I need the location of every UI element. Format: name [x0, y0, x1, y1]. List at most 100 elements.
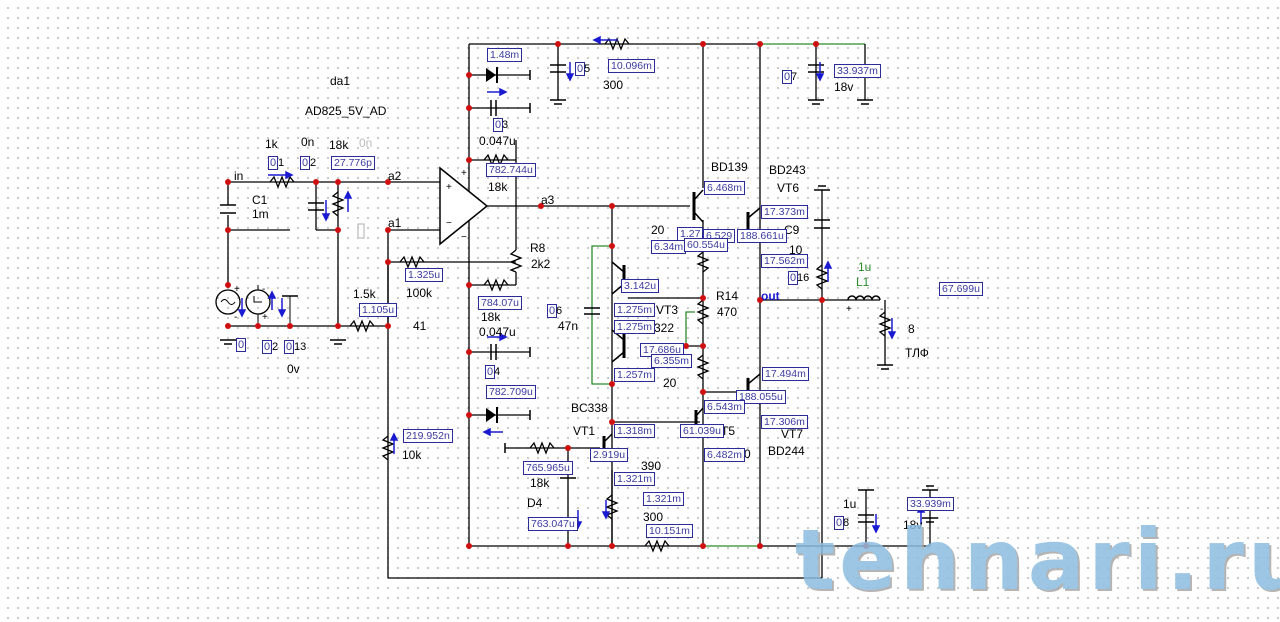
- cap-bottom-value: 1u: [843, 497, 857, 511]
- meter-763047u[interactable]: 763.047u: [528, 517, 578, 531]
- junction-node: [700, 343, 706, 349]
- meter-1105u[interactable]: 1.105u: [359, 303, 398, 317]
- resistor-300-top-value: 300: [603, 78, 624, 92]
- junction-node: [609, 543, 615, 549]
- meter-148m[interactable]: 1.48m: [487, 48, 523, 62]
- meter-2919u[interactable]: 2.919u: [590, 448, 629, 462]
- resistor-10k-value: 10k: [402, 448, 422, 462]
- meter-1321m-a[interactable]: 1.321m: [614, 472, 656, 486]
- meter-1275m-b[interactable]: 1.275m: [614, 320, 656, 334]
- meter-1318m[interactable]: 1.318m: [614, 424, 656, 438]
- inductor-l1-value: 1u: [858, 260, 872, 274]
- svg-text:+: +: [461, 168, 467, 179]
- signal-sources: [215, 285, 298, 326]
- meter-6468m[interactable]: 6.468m: [704, 181, 746, 195]
- junction-node: [335, 323, 341, 329]
- junction-node: [385, 179, 391, 185]
- meter-27776p[interactable]: 27.776p: [331, 156, 375, 170]
- junction-node: [466, 157, 472, 163]
- probe-1[interactable]: 0: [268, 156, 279, 170]
- meter-188055u[interactable]: 188.055u: [736, 390, 786, 404]
- meter-17494m[interactable]: 17.494m: [762, 367, 809, 381]
- meter-1275m-a[interactable]: 1.275m: [614, 303, 656, 317]
- meter-782709u[interactable]: 782.709u: [486, 385, 536, 399]
- source-0v-label: 0v: [287, 362, 300, 376]
- probe-7[interactable]: 0: [782, 70, 793, 84]
- vt1-name: VT1: [573, 424, 596, 438]
- meter-634m[interactable]: 6.34m: [651, 240, 687, 254]
- resistor-fb-bottom-value: 18k: [481, 310, 501, 324]
- watermark-logo: tehnari.ru: [795, 511, 1280, 609]
- cap-c9-name: C9: [784, 223, 800, 237]
- meter-33937m[interactable]: 33.937m: [834, 64, 881, 78]
- resistor-20-top: [696, 251, 710, 273]
- probe-4[interactable]: 0: [485, 365, 496, 379]
- junction-node: [466, 543, 472, 549]
- junction-node: [466, 282, 472, 288]
- probe-src-1[interactable]: 0: [236, 338, 247, 352]
- meter-1325u[interactable]: 1.325u: [405, 268, 444, 282]
- meter-78407u[interactable]: 784.07u: [478, 296, 522, 310]
- resistor-100k: [399, 255, 425, 269]
- junction-node: [466, 72, 472, 78]
- meter-17686u[interactable]: 17.686u: [640, 343, 684, 357]
- meter-33939m[interactable]: 33.939m: [907, 497, 954, 511]
- meter-782744u[interactable]: 782.744u: [486, 163, 536, 177]
- probe-7-suffix: 7: [791, 71, 798, 83]
- junction-nodes: [225, 41, 869, 549]
- resistor-18k-value: 18k: [329, 138, 349, 152]
- node-a2-label: a2: [388, 169, 402, 183]
- green-wires: [591, 245, 695, 385]
- meter-219952n[interactable]: 219.952n: [403, 429, 453, 443]
- probe-16[interactable]: 0: [788, 271, 799, 285]
- probe-2[interactable]: 0: [300, 156, 311, 170]
- svg-text:−: −: [461, 232, 467, 243]
- cap-0n-grey-value: 0n: [359, 136, 373, 150]
- meter-67699u[interactable]: 67.699u: [939, 282, 983, 296]
- meter-61039u[interactable]: 61.039u: [680, 424, 724, 438]
- meter-765965u[interactable]: 765.965u: [523, 461, 573, 475]
- probe-3[interactable]: 0: [493, 118, 504, 132]
- opamp-symbol[interactable]: [439, 166, 489, 246]
- supply-top-voltage: 18v: [834, 80, 854, 94]
- probe-8[interactable]: 0: [834, 516, 845, 530]
- meter-188661u[interactable]: 188.661u: [737, 229, 787, 243]
- junction-node: [565, 445, 571, 451]
- junction-node: [683, 343, 689, 349]
- probe-5[interactable]: 0: [575, 62, 586, 76]
- resistor-10-out: [815, 264, 829, 290]
- junction-node: [385, 259, 391, 265]
- cap-c3-value: 0.047u: [479, 134, 516, 148]
- resistor-r8: [509, 249, 523, 273]
- probe-src-2[interactable]: 0: [262, 340, 273, 354]
- probe-src-3[interactable]: 0: [284, 340, 295, 354]
- resistor-r14: [696, 299, 710, 325]
- meter-6355m[interactable]: 6.355m: [651, 354, 693, 368]
- junction-node: [225, 179, 231, 185]
- meter-17373m[interactable]: 17.373m: [761, 205, 808, 219]
- junction-node: [609, 243, 615, 249]
- node-in-label: in: [234, 169, 244, 183]
- junction-node: [863, 543, 869, 549]
- meter-10151m[interactable]: 10.151m: [646, 524, 693, 538]
- vt6-name: VT6: [777, 181, 800, 195]
- meter-6543m[interactable]: 6.543m: [704, 400, 746, 414]
- junction-node: [609, 419, 615, 425]
- vt-bd139-label: BD139: [711, 160, 748, 174]
- meter-17306m[interactable]: 17.306m: [761, 415, 808, 429]
- r8-value: 2k2: [531, 257, 551, 271]
- probe-6[interactable]: 0: [547, 304, 558, 318]
- meter-1321m-b[interactable]: 1.321m: [643, 492, 685, 506]
- meter-6482m[interactable]: 6.482m: [704, 448, 746, 462]
- meter-3142u[interactable]: 3.142u: [621, 279, 660, 293]
- meter-10096m[interactable]: 10.096m: [608, 59, 655, 73]
- r14-value: 470: [717, 305, 738, 319]
- meter-60554u[interactable]: 60.554u: [684, 238, 728, 252]
- meter-17562m[interactable]: 17.562m: [761, 254, 808, 268]
- cap-0n-value: 0n: [301, 135, 315, 149]
- meter-1257m[interactable]: 1.257m: [614, 368, 656, 382]
- meter-127[interactable]: 1.27: [677, 227, 704, 241]
- cap-c6-value: 47n: [558, 319, 579, 333]
- svg-text:+: +: [846, 304, 852, 315]
- junction-node: [565, 543, 571, 549]
